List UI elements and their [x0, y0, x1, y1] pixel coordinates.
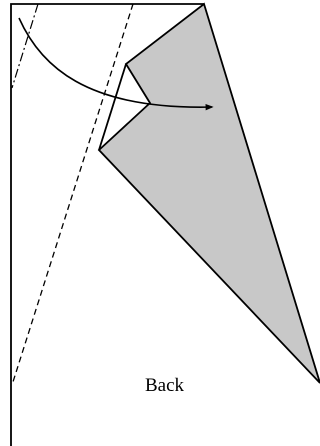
mountain-fold-line [11, 3, 39, 89]
folded-flap [97, 2, 320, 384]
fold-direction-arrow [18, 17, 214, 111]
flap-front-edge [98, 63, 127, 151]
paper-outline [10, 3, 204, 446]
back-label: Back [145, 375, 185, 396]
valley-fold-line [11, 3, 134, 386]
